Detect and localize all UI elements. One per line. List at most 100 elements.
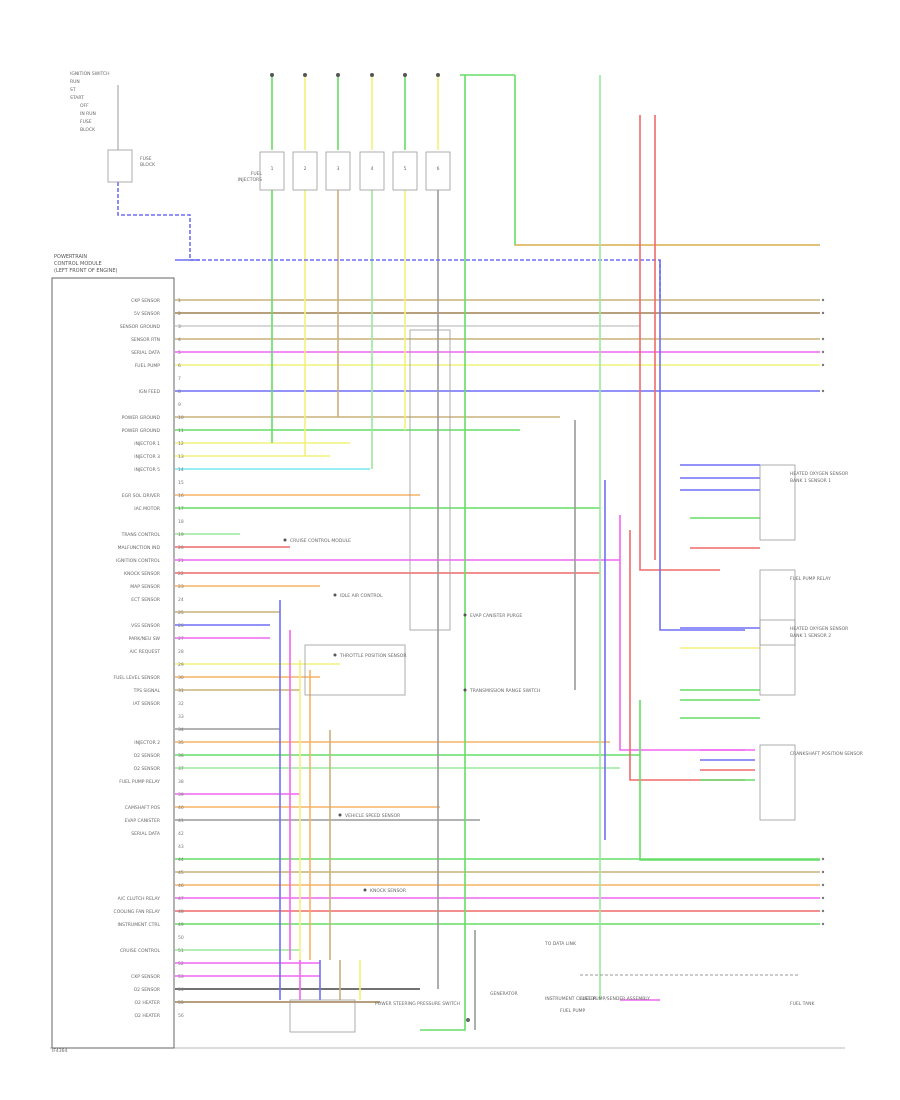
ecu-pin-number: 31 (178, 688, 184, 694)
mid-component-label: IDLE AIR CONTROL (340, 593, 383, 599)
ignition-switch-label: FUSE (80, 119, 92, 125)
injector-cylinder-label: 2 (304, 166, 307, 172)
ecu-pin-number: 19 (178, 532, 184, 538)
ecu-pin-number: 2 (178, 311, 181, 317)
injectors-label: INJECTORS (238, 177, 262, 183)
ecu-pin-label: IGN FEED (139, 389, 161, 395)
top-terminal (436, 73, 440, 77)
ecu-pin-number: 55 (178, 1000, 184, 1006)
injector-cylinder-label: 6 (437, 166, 440, 172)
ecu-pin-label: SENSOR GROUND (120, 324, 161, 330)
injector-box (259, 151, 285, 191)
ecu-pin-label: CRUISE CONTROL (120, 948, 160, 954)
footer-code: IF4364 (52, 1048, 68, 1054)
connector-terminal (821, 298, 825, 302)
ecu-pin-label: 5V SENSOR (134, 311, 160, 317)
connector-terminal (821, 311, 825, 315)
ecu-pin-label: ECT SENSOR (131, 597, 160, 603)
ecu-pin-number: 37 (178, 766, 184, 772)
ecu-pin-number: 8 (178, 389, 181, 395)
ecu-title: POWERTRAIN (54, 254, 87, 260)
connector-terminal (821, 922, 825, 926)
bottom-component-label: INSTRUMENT CLUSTER (545, 996, 596, 1002)
ecu-pin-label: CKP SENSOR (131, 974, 160, 980)
ecu-pin-number: 30 (178, 675, 184, 681)
ecu-pin-number: 5 (178, 350, 181, 356)
component-terminal (463, 688, 467, 692)
ecu-pin-label: FUEL PUMP RELAY (119, 779, 160, 785)
connector-terminal (821, 909, 825, 913)
injector-box (425, 151, 451, 191)
ecu-pin-label: FUEL PUMP (135, 363, 161, 369)
ecu-pin-number: 10 (178, 415, 184, 421)
right-vertical-wire (619, 515, 745, 751)
bottom-component-label: FUEL PUMP (560, 1008, 586, 1014)
right-component-label: HEATED OXYGEN SENSOR (790, 626, 848, 632)
ecu-pin-number: 36 (178, 753, 184, 759)
injector-cylinder-label: 4 (371, 166, 374, 172)
right-component-box (759, 619, 796, 696)
injector-cylinder-label: 1 (271, 166, 274, 172)
ecu-pin-label: POWER GROUND (122, 415, 161, 421)
right-component-label: CRANKSHAFT POSITION SENSOR (790, 751, 863, 757)
component-terminal (463, 613, 467, 617)
ecu-pin-label: A/C REQUEST (130, 649, 161, 655)
ecu-pin-number: 28 (178, 649, 184, 655)
ecu-pin-label: INJECTOR 5 (134, 467, 160, 473)
ecu-pin-number: 7 (178, 376, 181, 382)
ecu-pin-number: 49 (178, 922, 184, 928)
bottom-component-label: GENERATOR (490, 991, 518, 997)
ecu-pin-number: 26 (178, 623, 184, 629)
bottom-component-label: TO DATA LINK (544, 941, 577, 947)
ecu-pin-number: 20 (178, 545, 184, 551)
ecu-title: CONTROL MODULE (54, 261, 102, 267)
ignition-switch-label: IN RUN (80, 111, 96, 117)
injector-box (292, 151, 318, 191)
ecu-module-box (51, 277, 175, 1049)
connector-terminal (821, 883, 825, 887)
top-terminal (270, 73, 274, 77)
connector-terminal (821, 363, 825, 367)
ecu-pin-number: 9 (178, 402, 181, 408)
ecu-pin-number: 17 (178, 506, 184, 512)
ecu-pin-label: COOLING FAN RELAY (114, 909, 161, 915)
ecu-pin-number: 42 (178, 831, 184, 837)
ecu-pin-label: IAC MOTOR (134, 506, 160, 512)
bottom-component-label: POWER STEERING PRESSURE SWITCH (375, 1001, 460, 1007)
ignition-switch-label: ST (70, 87, 76, 93)
injector-box (392, 151, 418, 191)
ecu-pin-number: 4 (178, 337, 181, 343)
ecu-pin-number: 53 (178, 974, 184, 980)
ecu-pin-label: SERIAL DATA (131, 831, 161, 837)
ecu-pin-label: SENSOR RTN (131, 337, 160, 343)
right-component-label: HEATED OXYGEN SENSOR (790, 471, 848, 477)
ecu-pin-label: INJECTOR 2 (134, 740, 160, 746)
connector-terminal (821, 896, 825, 900)
ecu-pin-number: 52 (178, 961, 184, 967)
vertical-feed-wire (420, 75, 466, 1031)
ecu-pin-number: 34 (178, 727, 184, 733)
connector-terminal (821, 857, 825, 861)
ecu-pin-number: 51 (178, 948, 184, 954)
ecu-pin-label: EVAP CANISTER (125, 818, 160, 824)
ecu-pin-number: 40 (178, 805, 184, 811)
wire-layer (50, 74, 845, 1049)
ecu-pin-number: 23 (178, 584, 184, 590)
power-steering-switch-box (289, 999, 356, 1033)
right-component-detail: BANK 1 SENSOR 2 (790, 633, 831, 639)
ecu-pin-label: O2 SENSOR (134, 987, 160, 993)
ecu-pin-number: 1 (178, 298, 181, 304)
ecu-pin-number: 12 (178, 441, 184, 447)
right-vertical-wire (639, 700, 820, 861)
injectors-label: FUEL (251, 171, 263, 177)
right-component-box (759, 464, 796, 541)
ecu-pin-number: 47 (178, 896, 184, 902)
mid-component-label: CRUISE CONTROL MODULE (290, 538, 351, 544)
mid-component-label: VEHICLE SPEED SENSOR (345, 813, 400, 819)
ecu-pin-label: IGNITION CONTROL (116, 558, 160, 564)
ecu-pin-number: 38 (178, 779, 184, 785)
ecu-pin-label: CAMSHAFT POS (125, 805, 160, 811)
top-terminal (370, 73, 374, 77)
injector-cylinder-label: 5 (404, 166, 407, 172)
